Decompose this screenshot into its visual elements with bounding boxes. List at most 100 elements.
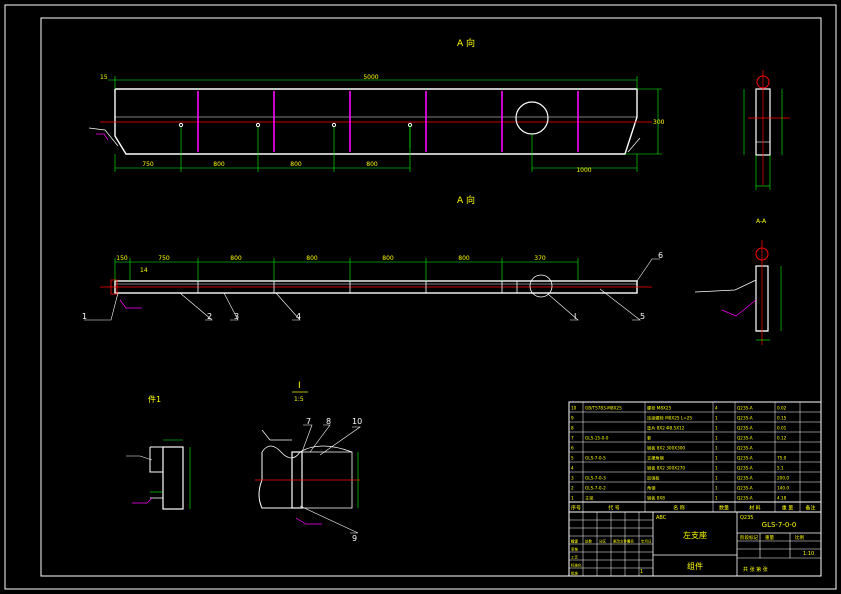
leader (299, 505, 359, 534)
parts-table-cell: GLS-15-0-0 (585, 436, 609, 441)
parts-table-cell: 1 (571, 496, 574, 501)
parts-table-cell: Q235-A (737, 436, 753, 441)
parts-table-cell: 5 (571, 456, 574, 461)
rev-grid-role: 批准 (571, 571, 579, 576)
dim-overall: 5000 (363, 74, 378, 81)
callout-5: 5 (640, 312, 645, 321)
dim-left-mark: 15 (100, 74, 108, 81)
weld-symbol (627, 137, 641, 153)
parts-table-cell: GLS-7-0-2 (585, 486, 606, 491)
hole (515, 101, 549, 135)
parts-table-cell: 支撑角钢 (647, 455, 664, 462)
callout-8: 8 (326, 417, 331, 426)
parts-table-cell: 0.01 (777, 426, 787, 431)
parts-table-cell: 加强板 (647, 475, 660, 482)
weld-symbol (96, 133, 109, 141)
detail-plate (258, 452, 293, 509)
dim-front: 150 (116, 255, 128, 262)
weld-symbol (295, 517, 322, 525)
top-view-label: A 向 (457, 37, 475, 49)
leader (309, 424, 331, 453)
side-view-top (743, 70, 790, 190)
parts-table-cell: 1 (715, 486, 718, 491)
weld-symbol (721, 299, 757, 317)
weld-symbol (88, 127, 119, 147)
weight-label: 重量 (765, 534, 774, 541)
rev-grid-role: 标准化 (571, 563, 582, 568)
callout-1: 1 (82, 312, 87, 321)
dim-bottom: 800 (213, 161, 225, 168)
leader (179, 292, 213, 321)
bolt-hole (331, 122, 337, 128)
rev-grid-role: 设计 (571, 539, 579, 544)
section-view: A-A (694, 218, 782, 345)
parts-table-cell: Q235-A (737, 446, 753, 451)
parts-table-cell: 1 (715, 476, 718, 481)
callout-2: 2 (207, 312, 212, 321)
callout-3: 3 (234, 312, 239, 321)
callout-7: 7 (306, 417, 311, 426)
rev-grid-label: 处数 (585, 539, 593, 544)
parts-table-cell: 140.0 (777, 486, 789, 491)
sheet-count: 共 张 第 张 (743, 566, 768, 573)
bolt-hole (178, 122, 184, 128)
parts-table-cell: Q235-A (737, 466, 753, 471)
parts-table-cell: GLS-7-0-3 (585, 476, 606, 481)
front-view-end (110, 279, 118, 295)
parts-table-cell: 1 (715, 416, 718, 421)
parts-table-cell: 3 (571, 476, 574, 481)
stage-label: 阶段标记 (740, 534, 758, 541)
detail-label: I (298, 381, 301, 391)
dim-front: 800 (230, 255, 242, 262)
leader (275, 292, 301, 321)
parts-table-cell: 2 (571, 486, 574, 491)
parts-table-cell: 200.0 (777, 476, 789, 481)
revision-grid: 标记处数分区更改文件号签名年月日设计审核工艺标准化批准 (569, 512, 653, 576)
callout-I: I (574, 312, 576, 321)
parts-table-cell: 0.15 (777, 416, 787, 421)
part1-view: 件1 (126, 394, 191, 510)
parts-table-cell: 连接螺栓 M8X25 L=25 (647, 415, 692, 422)
parts-table-cell: 7 (571, 436, 574, 441)
leader (319, 426, 361, 456)
part1-label: 件1 (148, 394, 161, 404)
parts-table-cell: Q235-A (737, 476, 753, 481)
material-mark: Q235 (740, 515, 753, 521)
parts-table-cell: Q235-A (737, 456, 753, 461)
front-view-detail-circle (529, 274, 553, 298)
parts-table-cell: 1 (715, 466, 718, 471)
rev-grid-label: 更改文件号 (613, 539, 631, 544)
weld-symbol (132, 497, 153, 504)
parts-table-header-cell: 备注 (805, 505, 815, 512)
rev-grid-label: 签名 (627, 539, 634, 544)
front-view-label: A 向 (457, 194, 475, 206)
parts-table-cell: 套 (647, 435, 652, 442)
callout-10: 10 (352, 417, 362, 426)
drawing-title: 左支座 (683, 530, 707, 540)
parts-table-cell: 1 (715, 426, 718, 431)
parts-table-cell: 螺栓 M8X25 (647, 405, 672, 412)
dim-front-left-mark: 14 (140, 267, 148, 274)
callout-4: 4 (296, 312, 301, 321)
weld-symbol (694, 279, 757, 293)
parts-table-cell: 主梁 (585, 495, 594, 502)
parts-table-cell: Q235-A (737, 486, 753, 491)
leader (84, 292, 119, 321)
parts-table-header-cell: 重 量 (782, 505, 794, 512)
section-label: A-A (756, 218, 767, 225)
callout-9: 9 (352, 534, 357, 543)
parts-table-header-cell: 名 称 (673, 505, 685, 512)
inner-frame (40, 17, 822, 577)
title-block: 左支座 组件 GLS-7-0-0 ABC Q235 阶段标记 重量 比例 1:1… (568, 511, 822, 577)
parts-table-cell: 0.02 (777, 406, 787, 411)
callout-6: 6 (658, 251, 663, 260)
parts-table-cell: 8 (571, 426, 574, 431)
parts-table-cell: 6 (571, 446, 574, 451)
parts-table-cell: 垫片 8X2 Φ8.5X12 (647, 425, 685, 432)
parts-table-cell: 1 (715, 456, 718, 461)
leader (301, 424, 313, 453)
parts-table-cell: 钢板 8X2 300X270 (647, 465, 685, 472)
parts-table-cell: 1 (715, 436, 718, 441)
leader (126, 455, 153, 461)
